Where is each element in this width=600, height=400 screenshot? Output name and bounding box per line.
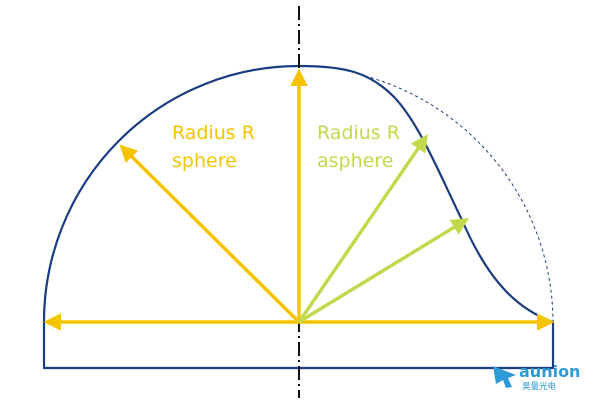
- asphere-radius-arrow-upper: [297, 134, 428, 323]
- logo-subtitle-text: 昊量光电: [522, 381, 557, 392]
- sphere-label-line1: Radius R: [172, 122, 255, 144]
- sphere-radius-arrow-diagonal: [119, 144, 301, 324]
- sphere-reference-arc: [364, 75, 554, 323]
- lens-outline: [42, 64, 555, 370]
- sphere-label-line2: sphere: [172, 150, 237, 172]
- logo-arrow-icon: [493, 366, 516, 388]
- asphere-label-line2: asphere: [317, 150, 393, 172]
- asphere-label-line1: Radius R: [317, 122, 400, 144]
- aunion-logo: aunion 昊量光电: [493, 362, 580, 392]
- logo-brand-text: aunion: [519, 362, 580, 381]
- asphere-radius-arrow-lower: [298, 218, 469, 324]
